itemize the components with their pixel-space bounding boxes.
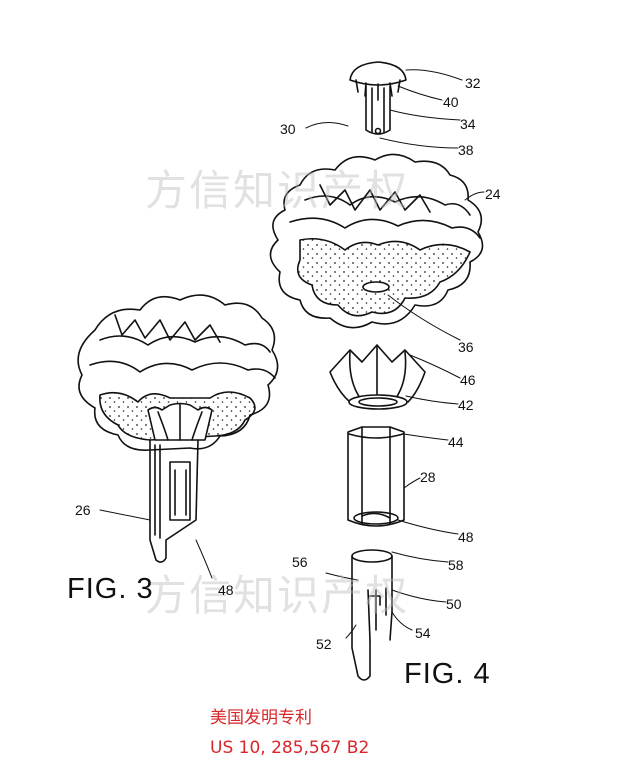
assembled-ornament [77, 294, 279, 563]
tube-component [347, 426, 405, 527]
leader-lines [99, 69, 485, 639]
ref-46: 46 [460, 372, 476, 388]
ref-48-fig3: 48 [218, 582, 234, 598]
ref-24: 24 [485, 186, 501, 202]
ref-28: 28 [420, 469, 436, 485]
ref-52: 52 [316, 636, 332, 652]
watermark-top: 方信知识产权 [145, 166, 410, 215]
ref-36: 36 [458, 339, 474, 355]
ref-42: 42 [458, 397, 474, 413]
ref-48-fig4: 48 [458, 529, 474, 545]
ref-54: 54 [415, 625, 431, 641]
caption-title: 美国发明专利 [210, 708, 312, 728]
ref-30: 30 [280, 121, 296, 137]
ref-38: 38 [458, 142, 474, 158]
ref-58: 58 [448, 557, 464, 573]
ref-34: 34 [460, 116, 476, 132]
fig4-label: FIG. 4 [404, 658, 491, 690]
watermark-bottom: 方信知识产权 [145, 571, 410, 620]
ref-40: 40 [443, 94, 459, 110]
fig3-label: FIG. 3 [67, 573, 154, 605]
ref-32: 32 [465, 75, 481, 91]
caption-patent-number: US 10, 285,567 B2 [210, 738, 370, 758]
ref-56: 56 [292, 554, 308, 570]
rosette-component [269, 153, 484, 329]
ref-26: 26 [75, 502, 91, 518]
crown-component [329, 344, 426, 410]
ref-50: 50 [446, 596, 462, 612]
cap-component [349, 61, 407, 135]
ref-44: 44 [448, 434, 464, 450]
